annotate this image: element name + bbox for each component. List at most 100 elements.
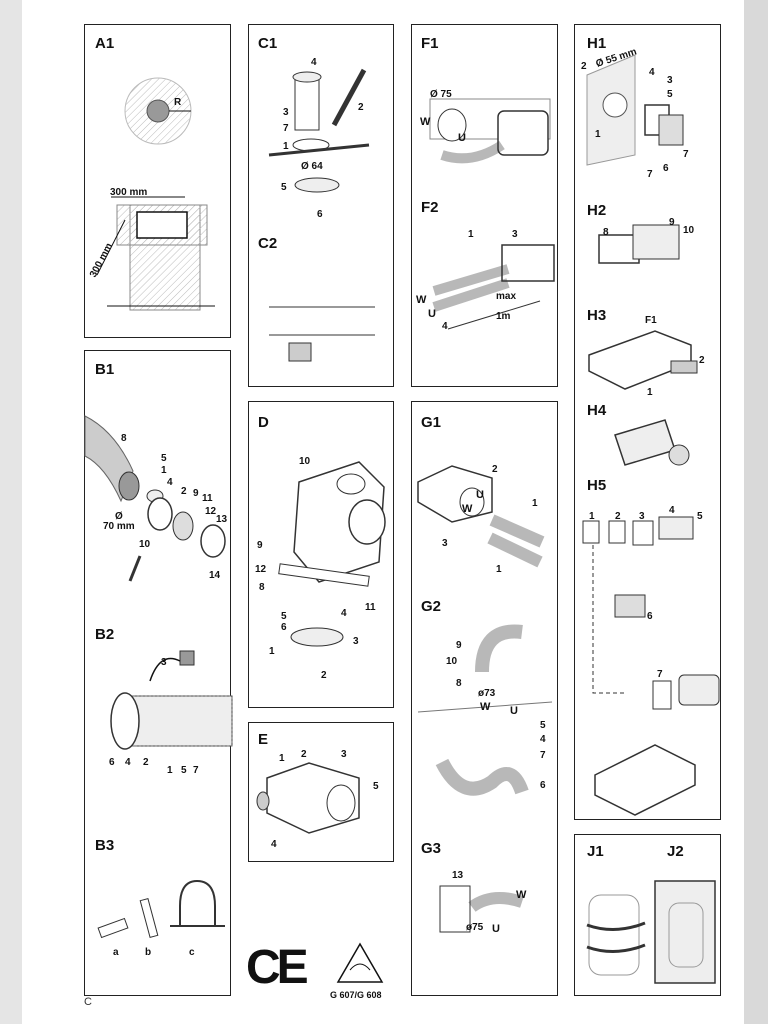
h1-part-4: 4 xyxy=(649,67,655,78)
h3-part-1: 1 xyxy=(647,387,653,398)
c1-part-6: 6 xyxy=(317,209,323,220)
b1-part-5: 5 xyxy=(161,453,167,464)
f2-len: 1m xyxy=(496,311,511,322)
b2-part-4: 4 xyxy=(125,757,131,768)
h5-part-6: 6 xyxy=(647,611,653,622)
d-part-5: 5 xyxy=(281,611,287,622)
b2-part-1: 1 xyxy=(167,765,173,776)
f2-part-4: 4 xyxy=(442,321,448,332)
f2-u: U xyxy=(428,308,436,320)
b3-part-b: b xyxy=(145,947,151,958)
e-part-3: 3 xyxy=(341,749,347,760)
g3-u: U xyxy=(492,923,500,935)
h1-part-2: 2 xyxy=(581,61,587,72)
panel-f: F1 F2 Ø 75 W U 1 3 4 W U max 1m xyxy=(411,24,558,387)
j-diagram xyxy=(586,880,716,984)
g1-part-3: 3 xyxy=(442,538,448,549)
b1-part-2: 2 xyxy=(181,486,187,497)
b-diagram: 8 5 1 4 2 9 11 12 13 10 14 Ø 70 mm 3 6 4… xyxy=(84,415,233,958)
b2-part-3: 3 xyxy=(161,657,167,668)
d-part-4: 4 xyxy=(341,608,347,619)
d-part-9: 9 xyxy=(257,540,263,551)
h1-part-6: 6 xyxy=(663,163,669,174)
d-part-6: 6 xyxy=(281,622,287,633)
d-part-8: 8 xyxy=(259,582,265,593)
panel-b3-label: B3 xyxy=(95,837,115,854)
g2-part-10: 10 xyxy=(446,656,458,667)
f2-max: max xyxy=(496,291,516,302)
g1-part-1a: 1 xyxy=(532,498,538,509)
h5-part-7: 7 xyxy=(657,669,663,680)
page-edge-shadow xyxy=(744,0,768,1024)
c1-part-4: 4 xyxy=(311,57,317,68)
g2-part-6: 6 xyxy=(540,780,546,791)
a1-r-label: R xyxy=(174,97,182,108)
panel-g2-label: G2 xyxy=(421,598,442,615)
h5-part-3: 3 xyxy=(639,511,645,522)
f-diagram: Ø 75 W U 1 3 4 W U max 1m xyxy=(416,89,555,332)
d-part-12: 12 xyxy=(255,564,267,575)
h3-part-f1: F1 xyxy=(645,315,657,326)
g2-w: W xyxy=(480,701,491,713)
b1-part-14: 14 xyxy=(209,570,221,581)
panel-c: C1 C2 4 2 3 7 1 5 6 Ø 64 xyxy=(248,24,394,387)
h1-part-5: 5 xyxy=(667,89,673,100)
approval-label: G 607/G 608 xyxy=(330,990,382,1000)
panel-b: B1 B2 B3 8 5 1 4 2 9 11 12 13 10 14 Ø 70… xyxy=(84,350,233,996)
b3-part-a: a xyxy=(113,947,119,958)
c1-part-1: 1 xyxy=(283,141,289,152)
h1-part-3: 3 xyxy=(667,75,673,86)
g2-u: U xyxy=(510,705,518,717)
g1-part-1b: 1 xyxy=(496,564,502,575)
h3-part-2: 2 xyxy=(699,355,705,366)
h2-part-8: 8 xyxy=(603,227,609,238)
c1-part-5: 5 xyxy=(281,182,287,193)
b3-part-c: c xyxy=(189,947,195,958)
b1-dia-val: 70 mm xyxy=(103,521,135,532)
a1-dim-side: 300 mm xyxy=(88,241,115,279)
g2-part-8: 8 xyxy=(456,678,462,689)
panel-j2-label: J2 xyxy=(667,843,684,860)
h1-part-7a: 7 xyxy=(683,149,689,160)
panel-b1-label: B1 xyxy=(95,361,115,378)
b1-part-13: 13 xyxy=(216,514,228,525)
f1-u: U xyxy=(458,132,466,144)
g3-w: W xyxy=(516,889,527,901)
h1-part-7b: 7 xyxy=(647,169,653,180)
g3-part-13: 13 xyxy=(452,870,464,881)
c1-part-2: 2 xyxy=(358,102,364,113)
d-part-10: 10 xyxy=(299,456,311,467)
panel-h3-label: H3 xyxy=(587,307,607,324)
g2-part-9: 9 xyxy=(456,640,462,651)
b2-part-6: 6 xyxy=(109,757,115,768)
panel-g3-label: G3 xyxy=(421,840,442,857)
b2-part-5: 5 xyxy=(181,765,187,776)
b1-part-1: 1 xyxy=(161,465,167,476)
e-part-2: 2 xyxy=(301,749,307,760)
panel-b2-label: B2 xyxy=(95,626,115,643)
g3-dia: ø75 xyxy=(466,922,484,933)
b1-part-11: 11 xyxy=(202,493,213,504)
c1-part-7: 7 xyxy=(283,123,289,134)
e-part-1: 1 xyxy=(279,753,285,764)
g1-w: W xyxy=(462,503,473,515)
b1-part-8: 8 xyxy=(121,433,127,444)
panel-h4-label: H4 xyxy=(587,402,607,419)
a1-diagram: R 300 mm 300 mm xyxy=(88,77,215,311)
d-part-1: 1 xyxy=(269,646,275,657)
panel-e: E 1 2 3 5 4 xyxy=(248,722,394,862)
c-diagram: 4 2 3 7 1 5 6 Ø 64 xyxy=(268,57,375,362)
ce-mark: CE xyxy=(246,941,309,994)
b1-dia: Ø xyxy=(115,511,123,522)
corner-mark: C xyxy=(84,996,92,1008)
d-part-2: 2 xyxy=(321,670,327,681)
panel-d-label: D xyxy=(258,414,269,431)
panel-e-label: E xyxy=(258,731,269,748)
panel-a1: A1 R 300 mm 300 mm xyxy=(84,24,231,338)
panel-f2-label: F2 xyxy=(421,199,439,216)
panel-c2-label: C2 xyxy=(258,235,278,252)
f2-part-1: 1 xyxy=(468,229,474,240)
panel-d: D 10 9 12 8 5 6 4 11 3 1 2 xyxy=(248,401,394,708)
a1-dim-top: 300 mm xyxy=(110,187,147,198)
e-diagram: 1 2 3 5 4 xyxy=(256,749,379,850)
